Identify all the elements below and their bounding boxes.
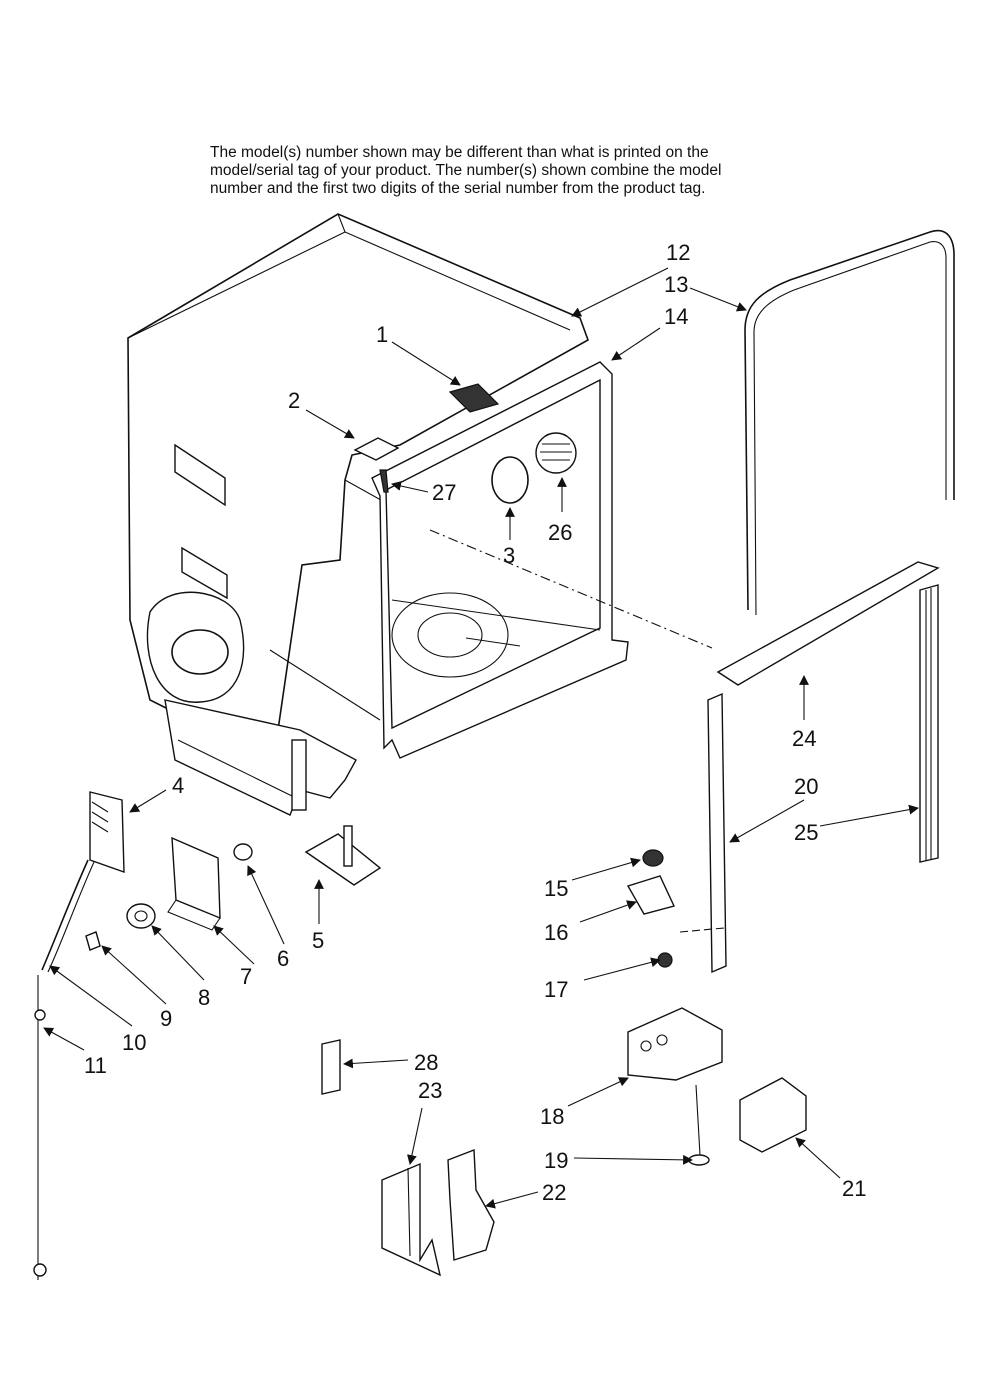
part-1-data-plate [448, 383, 500, 413]
callout-11: 11 [84, 1053, 107, 1078]
callout-2: 2 [288, 388, 300, 413]
vent-opening-lower [181, 546, 228, 600]
part-10-hose [41, 859, 89, 971]
part-24-lower-seal [716, 561, 940, 686]
note-line-2: model/serial tag of your product. The nu… [210, 162, 722, 179]
part-3-gasket [491, 456, 529, 504]
tub-assembly [127, 213, 713, 816]
callout-13: 13 [664, 272, 688, 297]
part-7-mounting-plate [171, 836, 221, 920]
callout-24: 24 [792, 726, 816, 751]
part-26-vent [535, 432, 577, 474]
callout-10: 10 [122, 1030, 146, 1055]
callout-19: 19 [544, 1148, 568, 1173]
part-19-leveling-screw [695, 1084, 701, 1156]
callout-21: 21 [842, 1176, 866, 1201]
callout-1: 1 [376, 322, 388, 347]
part-25-side-strip [919, 584, 939, 863]
part-13-door-gasket [744, 229, 955, 611]
note-line-3: number and the first two digits of the s… [210, 180, 706, 197]
callout-20: 20 [794, 774, 818, 799]
callout-22: 22 [542, 1180, 566, 1205]
blanket-cutout [146, 591, 245, 703]
small-parts-left [33, 791, 382, 1280]
callout-25: 25 [794, 820, 818, 845]
callout-7: 7 [240, 964, 252, 989]
blanket-hole [171, 629, 229, 675]
door-seals [707, 229, 955, 974]
vent-opening-upper [174, 443, 226, 507]
callout-6: 6 [277, 946, 289, 971]
part-22-bracket [447, 1148, 495, 1261]
part-8-grommet [126, 903, 156, 929]
callout-23: 23 [418, 1078, 442, 1103]
part-23-side-panel [381, 1162, 442, 1277]
callout-18: 18 [540, 1104, 564, 1129]
leader-lines [43, 267, 919, 1209]
base-leg [291, 739, 307, 811]
callout-16: 16 [544, 920, 568, 945]
callout-12: 12 [666, 240, 690, 265]
tub-base-bracket [164, 699, 357, 816]
part-21-cover [739, 1077, 807, 1153]
part-5-bracket [304, 833, 382, 886]
part-16-bracket [626, 875, 675, 915]
part-28-strip [321, 1039, 341, 1095]
model-number-note: The model(s) number shown may be differe… [210, 144, 810, 198]
callout-17: 17 [544, 977, 568, 1002]
part-18-leveling-bracket [627, 1007, 723, 1081]
callout-4: 4 [172, 773, 184, 798]
callout-9: 9 [160, 1006, 172, 1031]
part-9-plug [85, 931, 101, 951]
part-20-side-channel [707, 692, 727, 974]
note-line-1: The model(s) number shown may be differe… [210, 144, 709, 161]
callout-14: 14 [664, 304, 688, 329]
part-6-nut [233, 843, 253, 861]
callout-5: 5 [312, 928, 324, 953]
callout-8: 8 [198, 985, 210, 1010]
part-27-screw [379, 469, 389, 493]
part-2-clip [353, 437, 400, 461]
callout-numbers: 1 2 3 4 5 6 7 8 9 10 11 12 13 14 15 16 1… [84, 240, 866, 1205]
small-parts-right [321, 849, 807, 1277]
callout-26: 26 [548, 520, 572, 545]
callout-15: 15 [544, 876, 568, 901]
callout-3: 3 [503, 543, 515, 568]
insulation-blanket [127, 213, 589, 749]
callout-28: 28 [414, 1050, 438, 1075]
part-5-post [343, 825, 353, 867]
part-15-knob [642, 849, 664, 867]
part-17-screw [657, 952, 673, 968]
callout-27: 27 [432, 480, 456, 505]
